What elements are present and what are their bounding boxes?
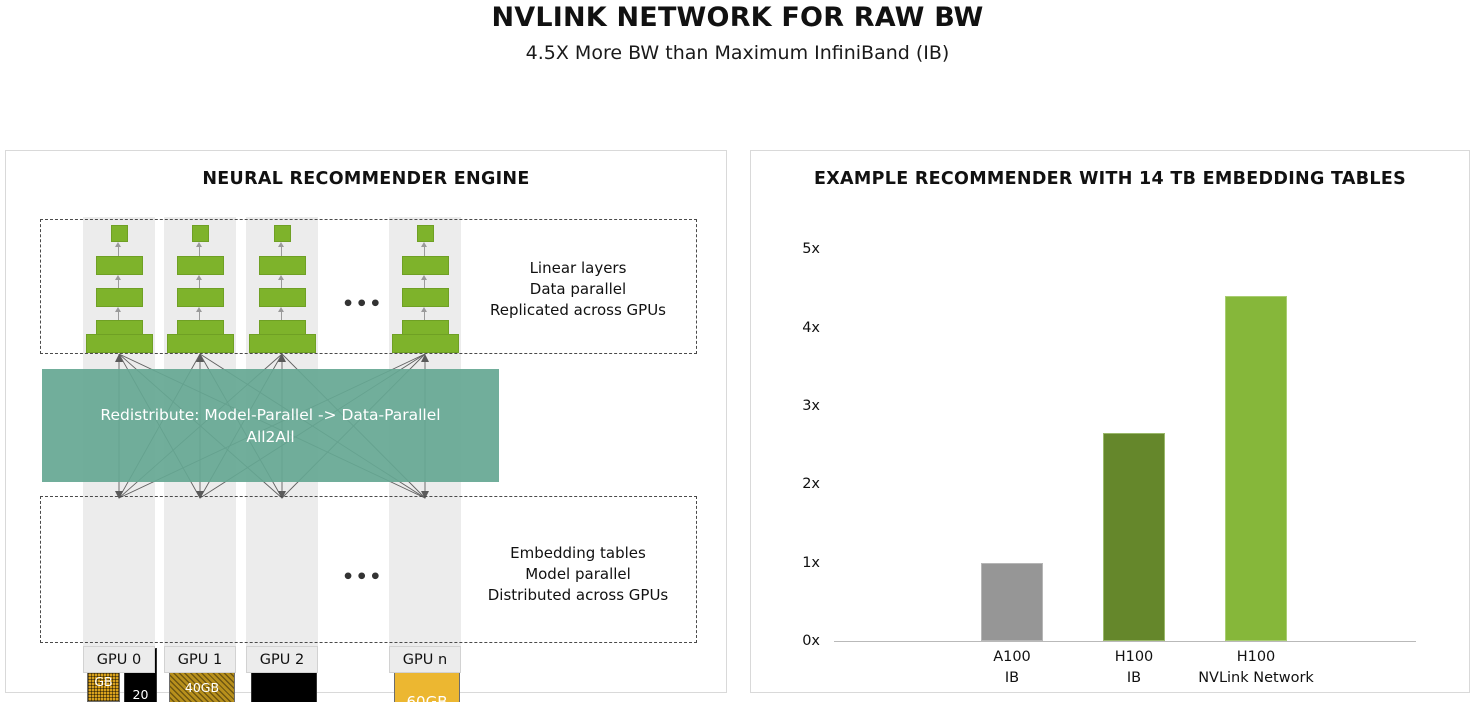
- gpu-label-text: GPU 2: [259, 651, 305, 668]
- linear-layers-caption-line-2: Data parallel: [529, 280, 627, 298]
- nn-input-block-0: [86, 334, 153, 353]
- gpu-label-2: GPU 2: [246, 646, 318, 673]
- nn-layer-block-1-2: [177, 288, 224, 307]
- nn-layer-block-2-2: [259, 288, 306, 307]
- linear-layers-ellipsis: •••: [342, 293, 383, 315]
- y-tick-3x: 3x: [786, 398, 820, 414]
- nn-arrow-0-2: [114, 275, 123, 288]
- y-tick-5x: 5x: [786, 241, 820, 257]
- all2all-band: [42, 369, 499, 482]
- linear-layers-caption-line-1: Linear layers: [529, 259, 627, 277]
- nn-layer-block-n-3: [402, 256, 449, 275]
- nn-arrow-1-3: [195, 242, 204, 256]
- left-panel-title: NEURAL RECOMMENDER ENGINE: [202, 169, 530, 189]
- x-label-line-1: H100: [1236, 649, 1276, 665]
- x-label-h100-ib: H100 IB: [1074, 647, 1194, 689]
- y-tick-label: 1x: [802, 555, 820, 571]
- nn-arrow-1-2: [195, 275, 204, 288]
- x-label-line-2: IB: [1004, 670, 1020, 686]
- nn-layer-block-1-3: [177, 256, 224, 275]
- mem-block-label: 40GB: [184, 680, 220, 695]
- bar-h100-nvlink: [1225, 296, 1287, 641]
- nn-input-block-1: [167, 334, 234, 353]
- nn-layer-block-2-3: [259, 256, 306, 275]
- nn-arrow-2-2: [277, 275, 286, 288]
- nn-layer-block-n-2: [402, 288, 449, 307]
- x-axis-line: [834, 641, 1416, 643]
- page-title: NVLINK NETWORK FOR RAW BW: [491, 2, 984, 33]
- bar-a100-ib: [981, 563, 1043, 641]
- y-tick-label: 5x: [802, 241, 820, 257]
- nn-output-block-2: [274, 225, 291, 242]
- benchmark-chart-panel: EXAMPLE RECOMMENDER WITH 14 TB EMBEDDING…: [750, 150, 1470, 693]
- y-tick-1x: 1x: [786, 555, 820, 571]
- x-label-line-1: A100: [993, 649, 1031, 665]
- all2all-band-label-line-2: All2All: [246, 428, 295, 446]
- mem-block-label: 20GB: [131, 687, 149, 702]
- y-tick-4x: 4x: [786, 320, 820, 336]
- nn-output-block-1: [192, 225, 209, 242]
- gpu-label-n: GPU n: [389, 646, 461, 673]
- embedding-tables-caption: Embedding tables Model parallel Distribu…: [462, 543, 694, 606]
- nn-arrow-n-3: [420, 242, 429, 256]
- bar-h100-ib: [1103, 433, 1165, 641]
- y-tick-label: 2x: [802, 476, 820, 492]
- y-tick-0x: 0x: [786, 633, 820, 649]
- x-label-h100-nvlink: H100 NVLink Network: [1183, 647, 1329, 689]
- embedding-tables-caption-line-2: Model parallel: [525, 565, 631, 583]
- neural-recommender-panel: NEURAL RECOMMENDER ENGINE: [5, 150, 727, 702]
- gpu-label-text: GPU n: [402, 651, 448, 668]
- nn-layer-block-0-2: [96, 288, 143, 307]
- mem-block-label: 60GB: [406, 693, 448, 702]
- x-label-line-2: IB: [1126, 670, 1142, 686]
- nn-input-block-n: [392, 334, 459, 353]
- embedding-tables-ellipsis: •••: [342, 566, 383, 588]
- nn-arrow-2-3: [277, 242, 286, 256]
- gpu-label-text: GPU 0: [96, 651, 142, 668]
- page-subtitle: 4.5X More BW than Maximum InfiniBand (IB…: [525, 42, 950, 64]
- linear-layers-caption-line-3: Replicated across GPUs: [490, 301, 666, 319]
- nn-arrow-0-1: [114, 307, 123, 320]
- nn-output-block-n: [417, 225, 434, 242]
- embedding-tables-caption-line-3: Distributed across GPUs: [487, 586, 669, 604]
- nn-arrow-1-1: [195, 307, 204, 320]
- y-tick-2x: 2x: [786, 476, 820, 492]
- x-label-line-2: NVLink Network: [1198, 670, 1314, 686]
- gpu-label-0: GPU 0: [83, 646, 155, 673]
- all2all-band-label: Redistribute: Model-Parallel -> Data-Par…: [42, 404, 499, 448]
- y-tick-label: 4x: [802, 320, 820, 336]
- x-label-a100-ib: A100 IB: [952, 647, 1072, 689]
- y-tick-label: 0x: [802, 633, 820, 649]
- nn-input-block-2: [249, 334, 316, 353]
- nn-arrow-n-1: [420, 307, 429, 320]
- chart-title: EXAMPLE RECOMMENDER WITH 14 TB EMBEDDING…: [814, 169, 1406, 189]
- nn-arrow-0-3: [114, 242, 123, 256]
- gpu-label-1: GPU 1: [164, 646, 236, 673]
- linear-layers-caption: Linear layers Data parallel Replicated a…: [462, 258, 694, 321]
- nn-layer-block-0-3: [96, 256, 143, 275]
- y-tick-label: 3x: [802, 398, 820, 414]
- nn-output-block-0: [111, 225, 128, 242]
- nn-arrow-2-1: [277, 307, 286, 320]
- all2all-band-label-line-1: Redistribute: Model-Parallel -> Data-Par…: [100, 406, 441, 424]
- nn-arrow-n-2: [420, 275, 429, 288]
- linear-layers-group-box: [40, 219, 697, 354]
- embedding-tables-group-box: [40, 496, 697, 643]
- gpu-label-text: GPU 1: [177, 651, 223, 668]
- x-label-line-1: H100: [1114, 649, 1154, 665]
- embedding-tables-caption-line-1: Embedding tables: [510, 544, 646, 562]
